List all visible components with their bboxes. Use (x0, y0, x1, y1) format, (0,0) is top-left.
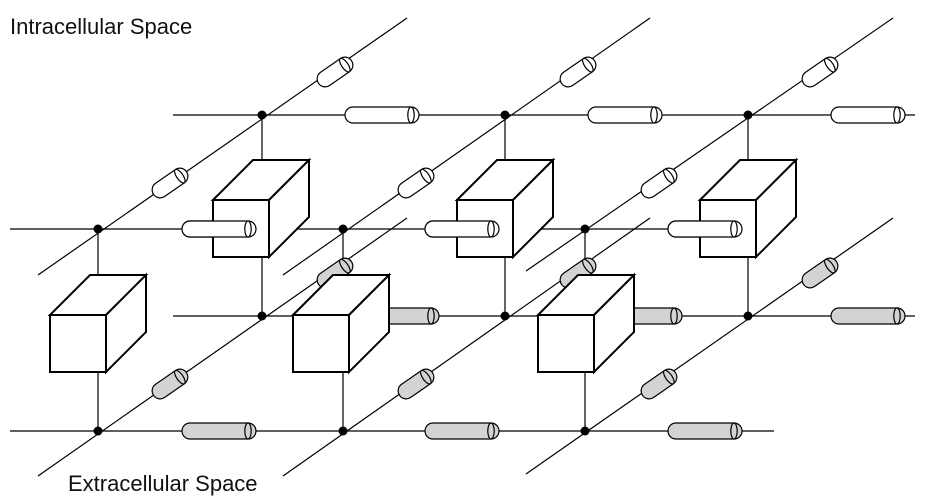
extracellular-resistor (424, 422, 500, 440)
intracellular-resistor (344, 106, 420, 124)
resistor-end (823, 258, 836, 274)
resistor-end (173, 369, 186, 385)
node (93, 426, 103, 436)
resistor-end (338, 57, 351, 73)
resistor-end (338, 258, 351, 274)
resistor-end (581, 258, 594, 274)
extracellular-diagonal-resistor (316, 257, 354, 289)
extracellular-diagonal-resistor (640, 368, 678, 400)
intracellular-resistor-front (181, 220, 257, 238)
node (743, 110, 753, 120)
resistor-end (650, 106, 658, 124)
node (580, 426, 590, 436)
extracellular-resistor (667, 422, 743, 440)
intracellular-diagonal-resistor (801, 56, 839, 88)
intracellular-resistor (587, 106, 663, 124)
resistor-end (427, 307, 435, 325)
cell-front-1 (47, 272, 149, 375)
cells (47, 157, 799, 375)
cell-back-3 (697, 157, 799, 260)
resistor-end (893, 106, 901, 124)
extracellular-space-label: Extracellular Space (68, 471, 258, 496)
resistor-end (244, 220, 252, 238)
cell-front-2 (290, 272, 392, 375)
node (257, 110, 267, 120)
resistor-end (730, 422, 738, 440)
node (257, 311, 267, 321)
intracellular-resistor-front (667, 220, 743, 238)
extracellular-diagonal-resistor (559, 257, 597, 289)
nodes (93, 110, 753, 436)
resistor-end (244, 422, 252, 440)
resistor-end (419, 168, 432, 184)
extracellular-resistor (181, 422, 257, 440)
resistor-end (662, 168, 675, 184)
node (338, 224, 348, 234)
cell-front-face (292, 314, 350, 373)
resistor-end (893, 307, 901, 325)
resistor-end (407, 106, 415, 124)
resistor-end (581, 57, 594, 73)
resistor-end (173, 168, 186, 184)
intracellular-diagonal-resistor (316, 56, 354, 88)
intracellular-diagonal-resistor (640, 167, 678, 199)
intracellular-diagonal-resistor (397, 167, 435, 199)
node (580, 224, 590, 234)
resistor-end (823, 57, 836, 73)
resistor-end (670, 307, 678, 325)
node (743, 311, 753, 321)
intracellular-resistor-front (424, 220, 500, 238)
cell-back-2 (454, 157, 556, 260)
cell-front-face (537, 314, 595, 373)
cell-front-3 (535, 272, 637, 375)
resistor-end (487, 422, 495, 440)
node (93, 224, 103, 234)
intracellular-diagonal-resistor (559, 56, 597, 88)
extracellular-resistor (830, 307, 906, 325)
node (500, 311, 510, 321)
intracellular-space-label: Intracellular Space (10, 14, 193, 39)
intracellular-diagonal-resistor (151, 167, 189, 199)
cell-front-face (49, 314, 107, 373)
resistor-end (419, 369, 432, 385)
resistor-end (730, 220, 738, 238)
resistor-end (662, 369, 675, 385)
node (338, 426, 348, 436)
extracellular-diagonal-resistor (397, 368, 435, 400)
extracellular-diagonal-resistor (151, 368, 189, 400)
intracellular-resistor (830, 106, 906, 124)
extracellular-diagonal-resistor (801, 257, 839, 289)
cell-back-1 (210, 157, 312, 260)
node (500, 110, 510, 120)
resistor-end (487, 220, 495, 238)
